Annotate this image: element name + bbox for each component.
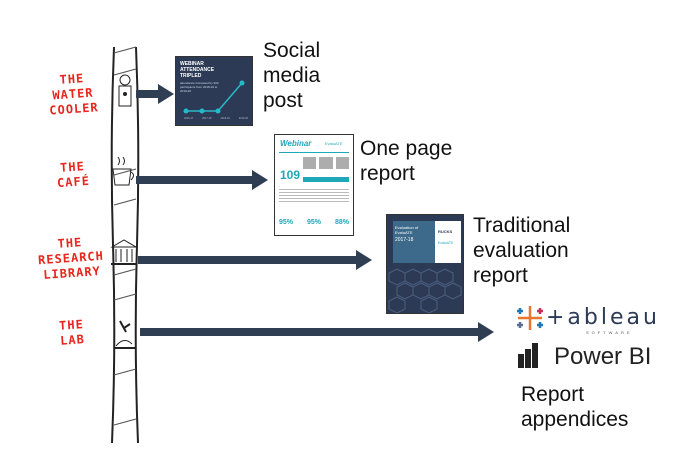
onepage-thumb-big-number: 109 xyxy=(280,168,301,182)
social-thumb-axis-label: 2016-17 xyxy=(184,117,194,120)
onepage-thumb-rule xyxy=(279,152,349,153)
tableau-software-tag: SOFTWARE xyxy=(586,330,633,335)
onepage-thumb-pct: 95% xyxy=(279,219,294,226)
output-label-social: Social media post xyxy=(263,39,321,112)
report-thumb-brand-2: EvaluATE xyxy=(438,241,454,245)
coffee-cup-icon xyxy=(112,156,134,186)
place-label-lab: THE LAB xyxy=(58,317,86,348)
onepage-thumb-text-lines xyxy=(279,189,349,203)
onepage-thumb-icons xyxy=(303,157,349,169)
arrow-to-social-post xyxy=(136,84,174,104)
report-thumb-hex-pattern xyxy=(388,268,462,313)
onepage-thumb-percents: 95% 95% 88% xyxy=(279,219,349,226)
report-thumb-side-panel xyxy=(435,221,461,263)
power-bi-logo-icon xyxy=(518,343,538,368)
place-label-water-cooler: THE WATER COOLER xyxy=(48,71,100,118)
arrow-to-one-page-report xyxy=(136,170,268,190)
report-thumb-title: Evaluation of EvaluATE xyxy=(395,225,419,235)
power-bi-wordmark: Power BI xyxy=(554,343,652,370)
onepage-thumb-bar xyxy=(303,177,349,182)
water-cooler-icon xyxy=(118,74,132,107)
tableau-logo-icon xyxy=(517,306,543,330)
hand-drawn-column xyxy=(110,46,140,444)
social-thumb-chart xyxy=(183,80,245,114)
traditional-report-thumbnail: Evaluation of EvaluATE 2017-18 RUCKS Eva… xyxy=(387,215,463,313)
onepage-thumb-title: Webinar xyxy=(280,139,312,148)
output-label-appendices: Report appendices xyxy=(521,383,629,431)
lab-microscope-icon xyxy=(114,320,136,349)
social-thumb-subtitle: attendance increased by 300 participants… xyxy=(180,81,219,93)
report-thumb-cover-panel xyxy=(393,221,435,263)
tableau-wordmark: +ableau xyxy=(546,305,660,330)
onepage-thumb-pct: 88% xyxy=(334,219,349,226)
onepage-thumb-brand: EvaluATE xyxy=(325,141,343,146)
social-thumb-axis: 2016-17 2017-18 2018-19 2019-20 xyxy=(184,117,248,120)
onepage-thumb-pct: 95% xyxy=(306,219,321,226)
place-label-cafe: THE CAFÉ xyxy=(56,159,91,191)
one-page-report-thumbnail: Webinar EvaluATE 109 95% 95% 88% xyxy=(275,135,353,235)
output-label-one-page: One page report xyxy=(360,137,453,185)
report-thumb-years: 2017-18 xyxy=(395,237,414,243)
arrow-to-traditional-report xyxy=(138,250,372,270)
social-thumb-axis-label: 2017-18 xyxy=(202,117,212,120)
report-thumb-brand: RUCKS xyxy=(438,229,453,234)
arrow-to-appendices xyxy=(140,322,494,342)
social-post-thumbnail: WEBINAR ATTENDANCE TRIPLED attendance in… xyxy=(176,57,252,125)
social-thumb-title: WEBINAR ATTENDANCE TRIPLED xyxy=(180,61,215,79)
library-building-icon xyxy=(110,239,138,265)
social-thumb-axis-label: 2019-20 xyxy=(238,117,248,120)
output-label-traditional: Traditional evaluation report xyxy=(473,214,571,287)
social-thumb-axis-label: 2018-19 xyxy=(220,117,230,120)
